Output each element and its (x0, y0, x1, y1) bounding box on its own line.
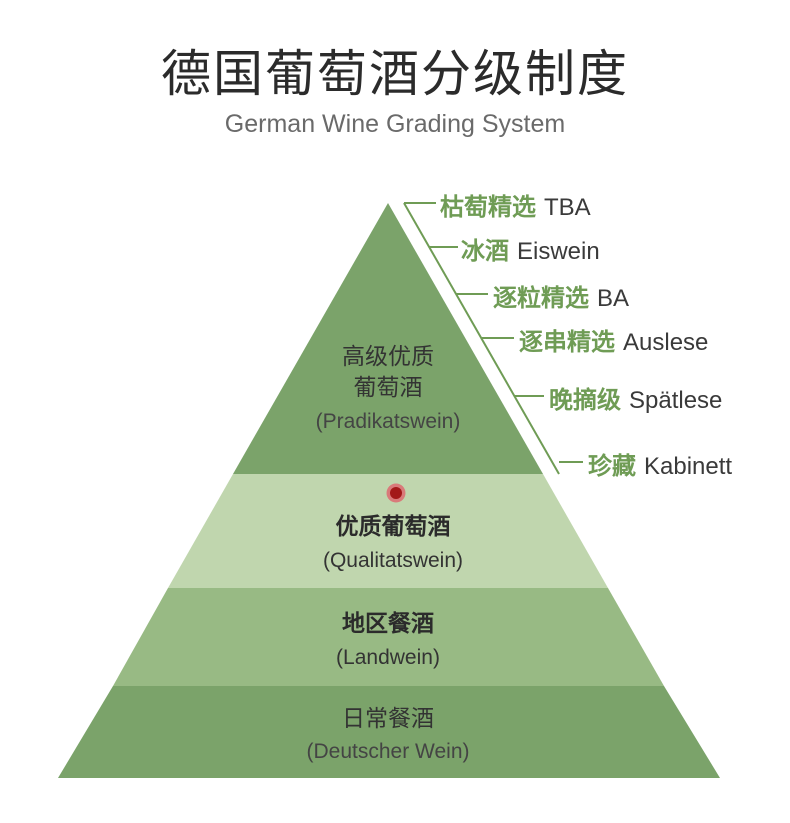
rank-label-eiswein: 冰酒 Eiswein (461, 231, 600, 266)
rank-cn: 冰酒 (461, 237, 509, 265)
rank-cn: 逐粒精选 (493, 284, 589, 312)
tier-base-en: (Deutscher Wein) (307, 740, 470, 763)
rank-en: Spätlese (629, 387, 723, 414)
rank-cn: 枯萄精选 (440, 193, 536, 221)
tier-base-shape (58, 686, 720, 778)
rank-en: TBA (544, 194, 591, 221)
page-subtitle: German Wine Grading System (224, 110, 566, 138)
rank-en: Eiswein (517, 238, 600, 265)
tier-top-shape (233, 203, 543, 474)
rank-label-auslese: 逐串精选 Auslese (519, 322, 708, 357)
tier-top-cn-line1: 高级优质 (342, 344, 434, 370)
red-dot-marker (390, 487, 402, 499)
tier-top-en: (Pradikatswein) (316, 410, 461, 433)
rank-en: Auslese (623, 329, 709, 356)
tier-third-en: (Landwein) (336, 646, 440, 669)
tier-third-shape (113, 588, 664, 686)
tier-second-en: (Qualitatswein) (323, 549, 463, 572)
rank-en: Kabinett (644, 453, 733, 480)
rank-label-spatlese: 晚摘级 Spätlese (549, 380, 722, 415)
tier-second-shape (168, 474, 608, 588)
rank-label-tba: 枯萄精选 TBA (440, 187, 591, 222)
rank-en: BA (597, 285, 630, 312)
rank-cn: 珍藏 (588, 452, 636, 480)
tier-second-cn: 优质葡萄酒 (336, 514, 451, 540)
page-title: 德国葡萄酒分级制度 (161, 45, 629, 103)
rank-cn: 晚摘级 (549, 386, 621, 414)
rank-cn: 逐串精选 (519, 328, 615, 356)
rank-label-ba: 逐粒精选 BA (493, 278, 629, 313)
tier-third-cn: 地区餐酒 (342, 611, 434, 637)
tier-top-cn-line2: 葡萄酒 (354, 375, 423, 401)
rank-label-kabinett: 珍藏 Kabinett (588, 446, 732, 481)
tier-base-cn: 日常餐酒 (342, 706, 434, 732)
